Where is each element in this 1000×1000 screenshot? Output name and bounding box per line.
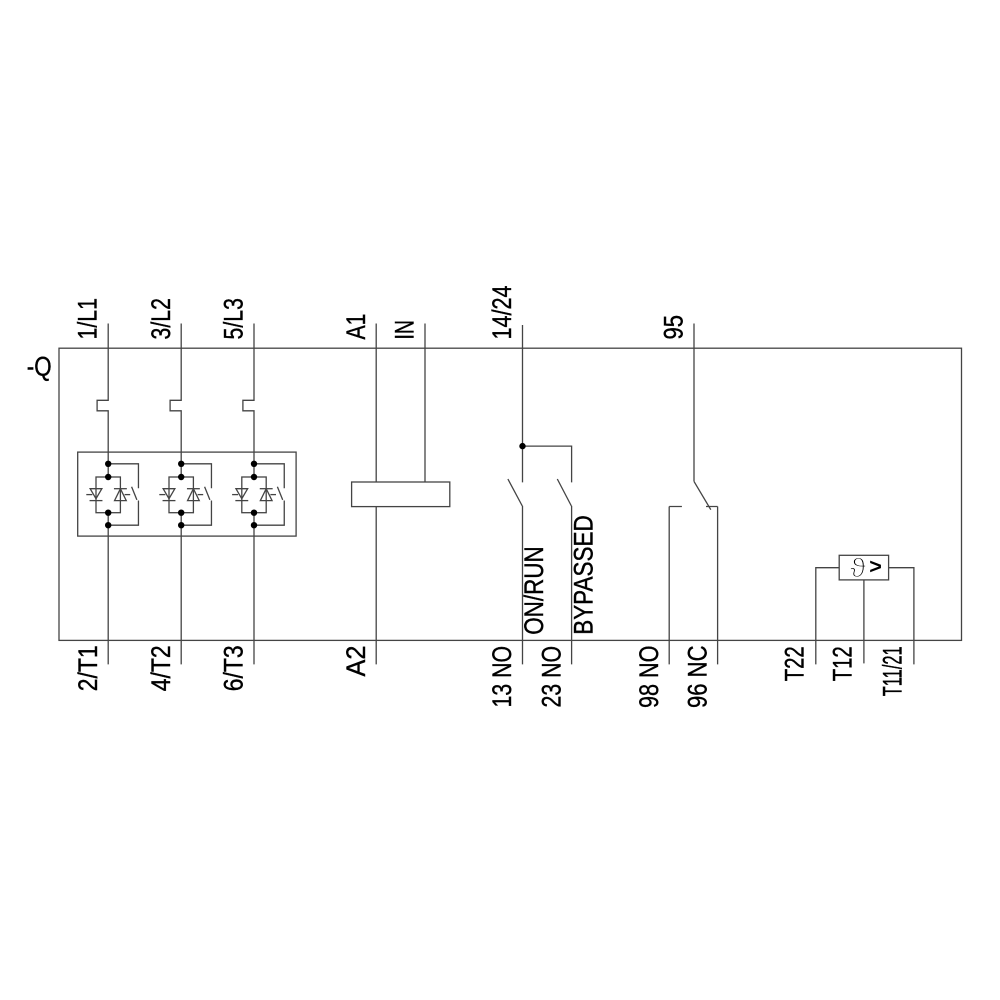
- svg-text:5/L3: 5/L3: [219, 298, 249, 339]
- svg-text:95: 95: [659, 315, 689, 340]
- svg-text:ϑ: ϑ: [850, 553, 866, 583]
- svg-text:ON/RUN: ON/RUN: [519, 546, 549, 635]
- svg-text:4/T2: 4/T2: [146, 645, 176, 691]
- svg-text:96 NC: 96 NC: [682, 646, 712, 709]
- svg-text:IN: IN: [390, 320, 420, 340]
- svg-text:3/L2: 3/L2: [146, 298, 176, 339]
- svg-text:98 NO: 98 NO: [634, 646, 664, 709]
- svg-text:A1: A1: [341, 314, 371, 340]
- svg-text:BYPASSED: BYPASSED: [569, 515, 599, 635]
- svg-text:T12: T12: [828, 646, 858, 681]
- svg-text:T11/21: T11/21: [878, 646, 908, 696]
- svg-text:2/T1: 2/T1: [73, 645, 103, 691]
- svg-text:T22: T22: [779, 646, 809, 681]
- svg-text:14/24: 14/24: [487, 286, 517, 340]
- svg-text:23 NO: 23 NO: [536, 646, 566, 708]
- svg-text:13 NO: 13 NO: [487, 646, 517, 708]
- svg-text:1/L1: 1/L1: [73, 298, 103, 339]
- svg-text:>: >: [869, 555, 882, 579]
- svg-text:A2: A2: [341, 646, 371, 677]
- svg-text:6/T3: 6/T3: [219, 645, 249, 691]
- svg-text:-Q: -Q: [27, 351, 52, 381]
